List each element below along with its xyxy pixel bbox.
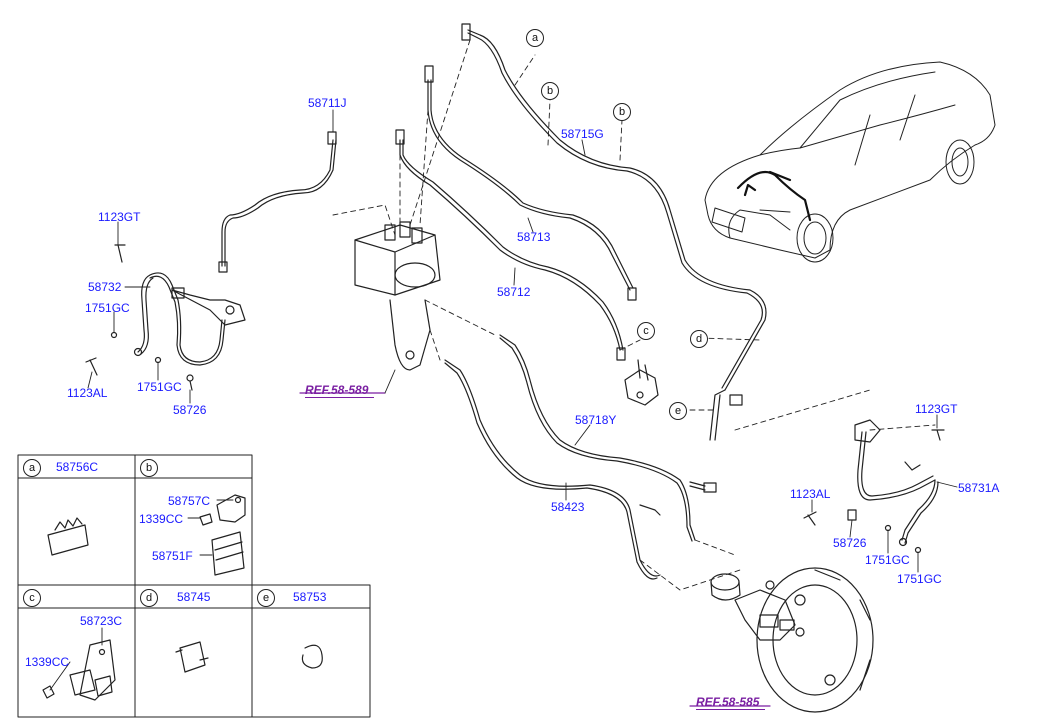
panel-a-letter: a: [23, 459, 41, 477]
reference-58-589[interactable]: REF.58-589: [305, 383, 375, 398]
panel-d-part: 58745: [177, 590, 211, 604]
tube-58712: [399, 139, 621, 351]
master-cylinder: [710, 573, 805, 641]
panel-c-item-1339CC: 1339CC: [25, 655, 70, 669]
bubble-c: c: [637, 322, 655, 340]
label-58711J: 58711J: [308, 96, 347, 110]
left-caliper-hose: [85, 244, 246, 391]
parts-table: [17, 454, 371, 718]
label-1123AL-left: 1123AL: [67, 386, 108, 400]
car-brake-lines: [736, 170, 812, 222]
label-58718Y: 58718Y: [575, 413, 617, 427]
bubble-a: a: [526, 29, 544, 47]
panel-c-item-58723C: 58723C: [80, 614, 123, 628]
label-1123AL-right: 1123AL: [790, 487, 831, 501]
label-1751GC-left1: 1751GC: [85, 301, 130, 315]
bubble-b-1: b: [541, 82, 559, 100]
grommet-58745: [175, 641, 209, 673]
clip-58756C: [47, 517, 89, 556]
label-58715G: 58715G: [561, 127, 604, 141]
car-illustration: [704, 61, 996, 263]
label-58726-right: 58726: [833, 536, 867, 550]
label-1123GT-left: 1123GT: [98, 210, 141, 224]
tube-58713: [427, 79, 631, 291]
bubble-b-2: b: [613, 103, 631, 121]
reference-58-585[interactable]: REF.58-585: [696, 695, 766, 710]
tube-58423: [444, 359, 661, 577]
bracket-58723C: [42, 639, 116, 701]
tube-58718Y: [499, 334, 696, 541]
abs-module: [354, 221, 441, 371]
panel-b-item-1339CC: 1339CC: [139, 512, 184, 526]
label-1751GC-left2: 1751GC: [137, 380, 182, 394]
panel-a-part: 58756C: [56, 460, 99, 474]
panel-b-item-58751F: 58751F: [152, 549, 193, 563]
panel-b-letter: b: [140, 459, 158, 477]
panel-d-letter: d: [140, 589, 158, 607]
tube-58711J: [221, 139, 334, 267]
clip-58753: [301, 644, 323, 669]
label-58732: 58732: [88, 280, 122, 294]
label-58713: 58713: [517, 230, 551, 244]
label-58423: 58423: [551, 500, 585, 514]
label-58712: 58712: [497, 285, 531, 299]
bubble-e: e: [669, 402, 687, 420]
label-58731A: 58731A: [958, 481, 1000, 495]
panel-b-parts: [199, 494, 246, 576]
label-1751GC-right1: 1751GC: [865, 553, 910, 567]
panel-b-item-58757C: 58757C: [168, 494, 211, 508]
label-1123GT-right: 1123GT: [915, 402, 958, 416]
tube-58715G: [467, 29, 767, 391]
panel-e-letter: e: [257, 589, 275, 607]
tube-bracket-c: [624, 359, 659, 406]
label-58726-left: 58726: [173, 403, 207, 417]
bubble-d: d: [690, 330, 708, 348]
label-1751GC-right2: 1751GC: [897, 572, 942, 586]
panel-e-part: 58753: [293, 590, 327, 604]
panel-c-letter: c: [23, 589, 41, 607]
